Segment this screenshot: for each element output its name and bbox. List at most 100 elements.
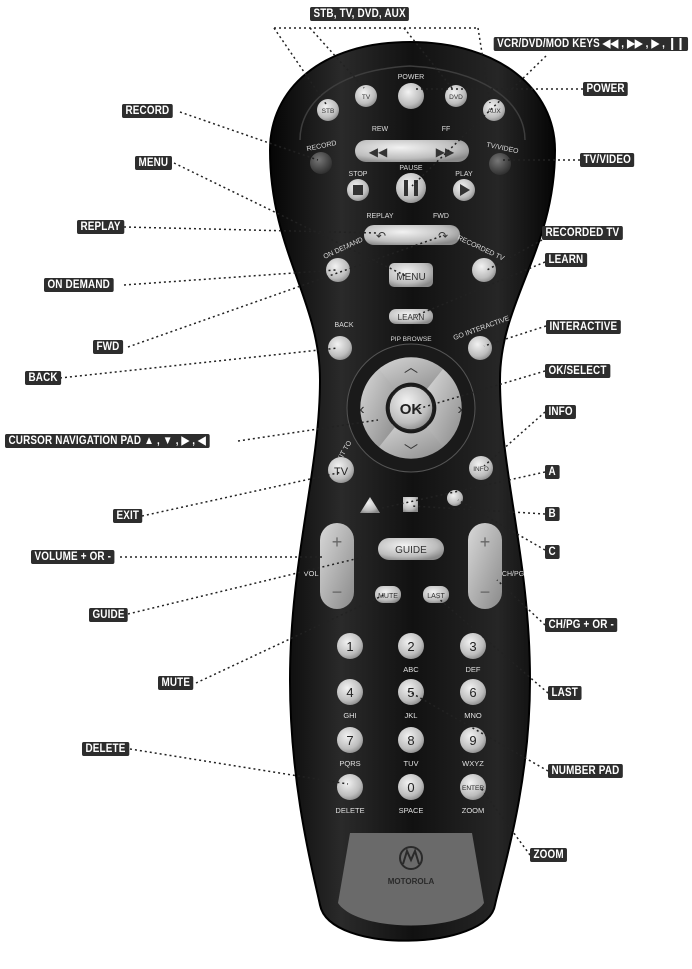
- left-arrow-icon: ‹: [359, 401, 364, 418]
- keypad-key-letters: WXYZ: [462, 759, 484, 768]
- keypad-key-number: 2: [407, 639, 414, 654]
- tvvideo-button: [489, 153, 511, 175]
- keypad-key-button: [460, 679, 486, 705]
- ok-key-label: OK: [400, 401, 423, 418]
- guide-button: [378, 538, 444, 560]
- right-arrow-icon: ›: [457, 401, 462, 418]
- exit-tv-label: TV: [334, 466, 349, 478]
- nav-left: [360, 369, 395, 447]
- keypad-key-number: 1: [346, 639, 353, 654]
- ch-pg-label: CH/PG: [502, 571, 524, 578]
- learn-key-label: LEARN: [398, 313, 425, 322]
- info-key-label: INFO: [473, 466, 489, 473]
- tv-video-callout: TV/VIDEO: [580, 153, 635, 167]
- keypad-key-letters: DELETE: [335, 806, 364, 815]
- on-demand-button: [326, 258, 350, 282]
- keypad-key-button: [337, 774, 363, 800]
- volume-callout: VOLUME + OR -: [31, 550, 115, 564]
- info-callout: INFO: [545, 405, 577, 419]
- c-button-circle: [447, 490, 463, 506]
- keypad-key-button: [337, 679, 363, 705]
- vol-minus-icon: −: [332, 582, 343, 602]
- keypad-key-button: [460, 633, 486, 659]
- keypad-key-button: [337, 727, 363, 753]
- rew-key-label: REW: [372, 126, 389, 133]
- pause-key-label: PAUSE: [399, 165, 423, 172]
- delete-callout: DELETE: [82, 742, 129, 756]
- ff-key-label: FF: [442, 126, 451, 133]
- keypad-key-number: 6: [469, 685, 476, 700]
- nav-right: [427, 369, 462, 447]
- learn-button: [389, 309, 433, 324]
- on-demand-callout: ON DEMAND: [44, 278, 114, 292]
- menu-key-label: MENU: [396, 272, 425, 283]
- brand-label: MOTOROLA: [388, 877, 435, 886]
- replay-key-label: REPLAY: [366, 213, 393, 220]
- nav-down: [372, 424, 450, 459]
- ch-pg-rocker: [468, 523, 502, 609]
- recorded-tv-button: [472, 258, 496, 282]
- keypad-key-number: 4: [346, 685, 353, 700]
- b-callout: B: [545, 507, 560, 521]
- keypad-key-button: [398, 679, 424, 705]
- cursor-navigation-pad-callout: CURSOR NAVIGATION PAD ▲ , ▼ , ▶ , ◀: [5, 434, 210, 448]
- power-callout: POWER: [583, 82, 629, 96]
- exit-tv-button: [328, 457, 354, 483]
- stb-tv-dvd-aux-callout: STB, TV, DVD, AUX: [310, 7, 410, 21]
- dvd-key-label: DVD: [449, 94, 463, 101]
- keypad-key-letters: ABC: [403, 665, 419, 674]
- keypad-key-number: 8: [407, 733, 414, 748]
- replay-fwd-bar: [364, 225, 460, 245]
- leader-lines: [59, 27, 583, 856]
- info-button: [469, 456, 493, 480]
- exit-callout: EXIT: [113, 509, 143, 523]
- record-callout: RECORD: [122, 104, 173, 118]
- ch-minus-icon: −: [480, 582, 491, 602]
- keypad-key-letters: ZOOM: [462, 806, 485, 815]
- pause-button: [396, 173, 426, 203]
- interactive-callout: INTERACTIVE: [546, 320, 621, 334]
- ch-plus-icon: +: [480, 532, 491, 552]
- keypad-key-number: 5: [407, 685, 414, 700]
- vol-label: VOL: [303, 569, 318, 578]
- ok-button: [388, 385, 434, 431]
- rew-ff-bar: [355, 140, 469, 162]
- ok-select-callout: OK/SELECT: [545, 364, 611, 378]
- a-button-triangle: [360, 497, 380, 513]
- menu-callout: MENU: [135, 156, 172, 170]
- ch-pg-callout: CH/PG + OR -: [545, 618, 618, 632]
- keypad-key-button: [460, 774, 486, 800]
- last-key-label: LAST: [427, 593, 445, 600]
- keypad-key-number: 3: [469, 639, 476, 654]
- last-button: [423, 586, 449, 603]
- keypad-key-letters: PQRS: [339, 759, 360, 768]
- keypad-key-letters: SPACE: [399, 806, 424, 815]
- down-arrow-icon: ﹀: [404, 443, 418, 459]
- up-arrow-icon: ︿: [404, 359, 418, 375]
- c-callout: C: [545, 545, 560, 559]
- b-button-square: [403, 497, 418, 512]
- mute-callout: MUTE: [158, 676, 194, 690]
- keypad-key: 1: [337, 633, 363, 659]
- mute-key-label: MUTE: [378, 593, 398, 600]
- last-callout: LAST: [548, 686, 582, 700]
- back-callout: BACK: [25, 371, 62, 385]
- replay-icon: ↶: [376, 229, 386, 243]
- motorola-logo-icon: [399, 846, 423, 870]
- volume-rocker: [320, 523, 354, 609]
- vol-plus-icon: +: [332, 532, 343, 552]
- brand-plate: [338, 833, 484, 926]
- keypad-key: DELETE: [335, 774, 365, 815]
- power-key-label: POWER: [398, 74, 424, 81]
- a-callout: A: [545, 465, 560, 479]
- replay-callout: REPLAY: [77, 220, 125, 234]
